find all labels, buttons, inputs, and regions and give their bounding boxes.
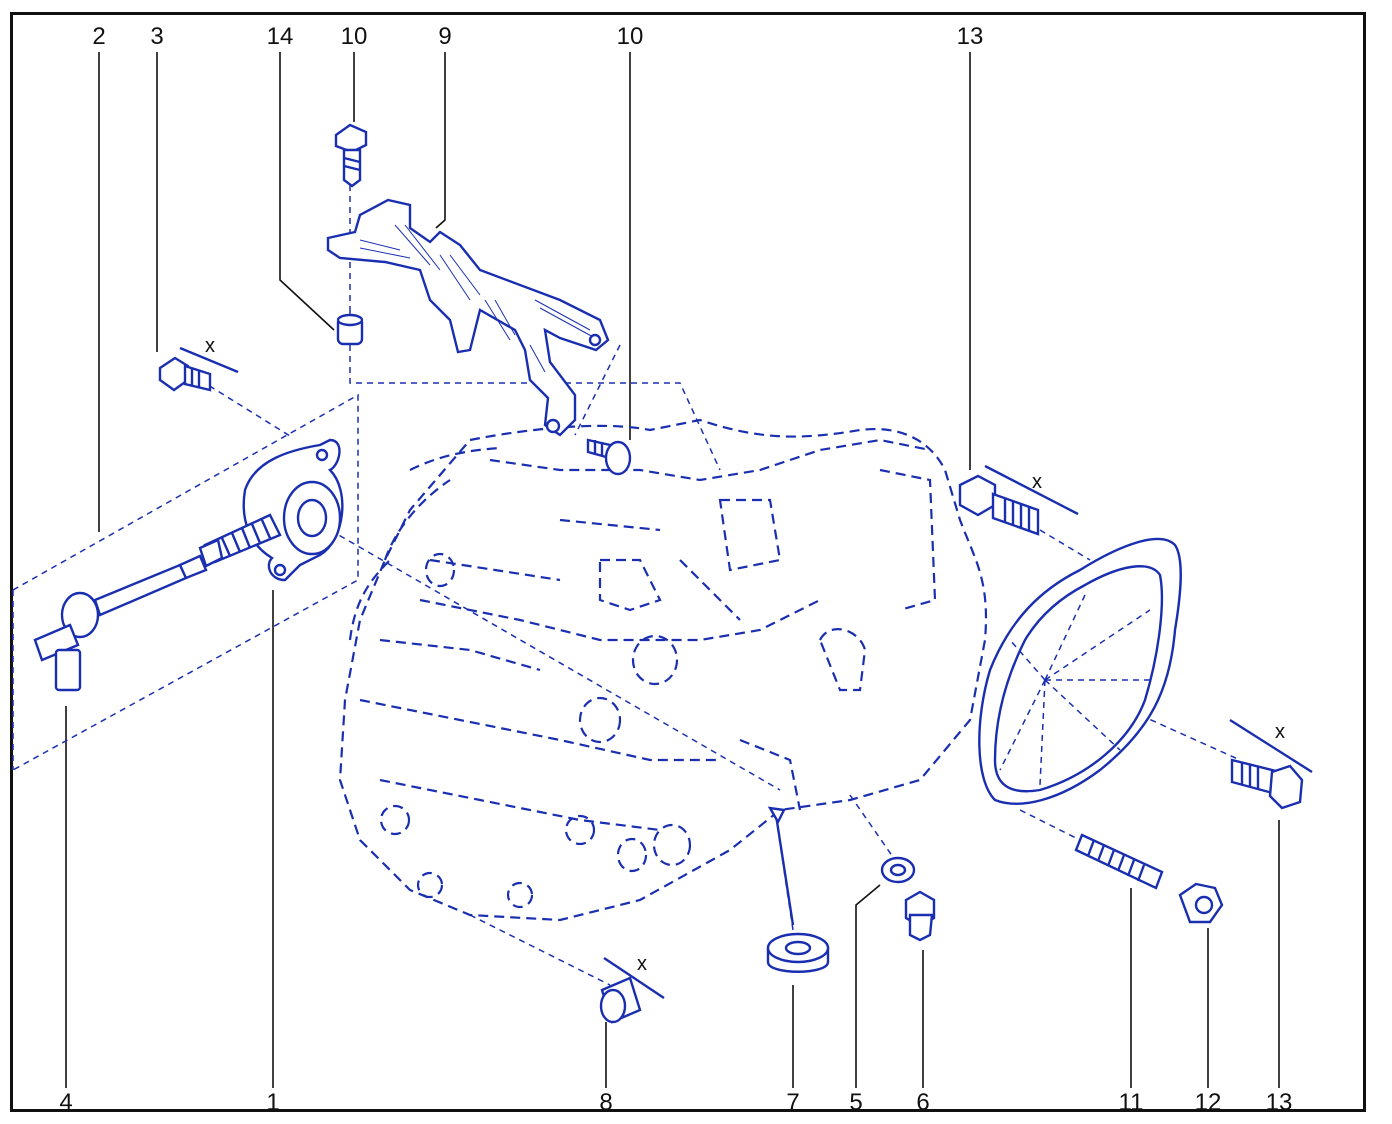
rubber-bush-part-7 bbox=[766, 806, 830, 973]
washer-part-5 bbox=[880, 856, 916, 884]
bolt-13-top bbox=[958, 464, 1079, 536]
callout-7-bottom: 7 bbox=[786, 1089, 799, 1116]
callout-5-bottom: 5 bbox=[849, 1089, 862, 1116]
dimension-x-bolt-13-bottom: x bbox=[1275, 721, 1285, 743]
slave-cylinder-part-1 bbox=[203, 438, 344, 582]
gearbox-housing bbox=[338, 418, 988, 922]
callout-11-bottom: 11 bbox=[1119, 1089, 1144, 1116]
stud-part-11 bbox=[1074, 833, 1164, 890]
callout-13-top: 13 bbox=[957, 23, 984, 50]
plug-part-6 bbox=[904, 890, 936, 942]
callout-6-bottom: 6 bbox=[916, 1089, 929, 1116]
bolt-10-right bbox=[586, 438, 632, 476]
callout-12-bottom: 12 bbox=[1195, 1089, 1222, 1116]
callout-14-top: 14 bbox=[267, 23, 294, 50]
nut-part-12 bbox=[1178, 882, 1224, 924]
callout-13-bottom: 13 bbox=[1266, 1089, 1293, 1116]
callout-4-bottom: 4 bbox=[59, 1089, 72, 1116]
callout-9-top: 9 bbox=[438, 23, 451, 50]
callout-8-bottom: 8 bbox=[599, 1089, 612, 1116]
callout-10-top-left: 10 bbox=[341, 23, 368, 50]
callout-3-top: 3 bbox=[150, 23, 163, 50]
dowel-part-8 bbox=[599, 957, 665, 1024]
diagram-frame bbox=[10, 12, 1366, 1112]
bolt-10-top bbox=[334, 123, 368, 188]
cover-gasket bbox=[978, 537, 1182, 805]
leader-lines bbox=[65, 52, 1280, 1088]
callout-10-top-right: 10 bbox=[617, 23, 644, 50]
bolt-3 bbox=[158, 346, 239, 392]
callout-1-bottom: 1 bbox=[266, 1089, 279, 1116]
bracket-part-9 bbox=[326, 198, 610, 437]
dimension-x-bolt-13-top: x bbox=[1032, 471, 1042, 493]
callout-2-top: 2 bbox=[92, 23, 105, 50]
sleeve-part-14 bbox=[336, 313, 364, 346]
dimension-x-bolt-3: x bbox=[205, 335, 215, 357]
hydraulic-pipe-part-4 bbox=[33, 538, 224, 692]
bolt-13-bottom bbox=[1229, 718, 1313, 810]
dimension-x-bush-8: x bbox=[637, 953, 647, 975]
